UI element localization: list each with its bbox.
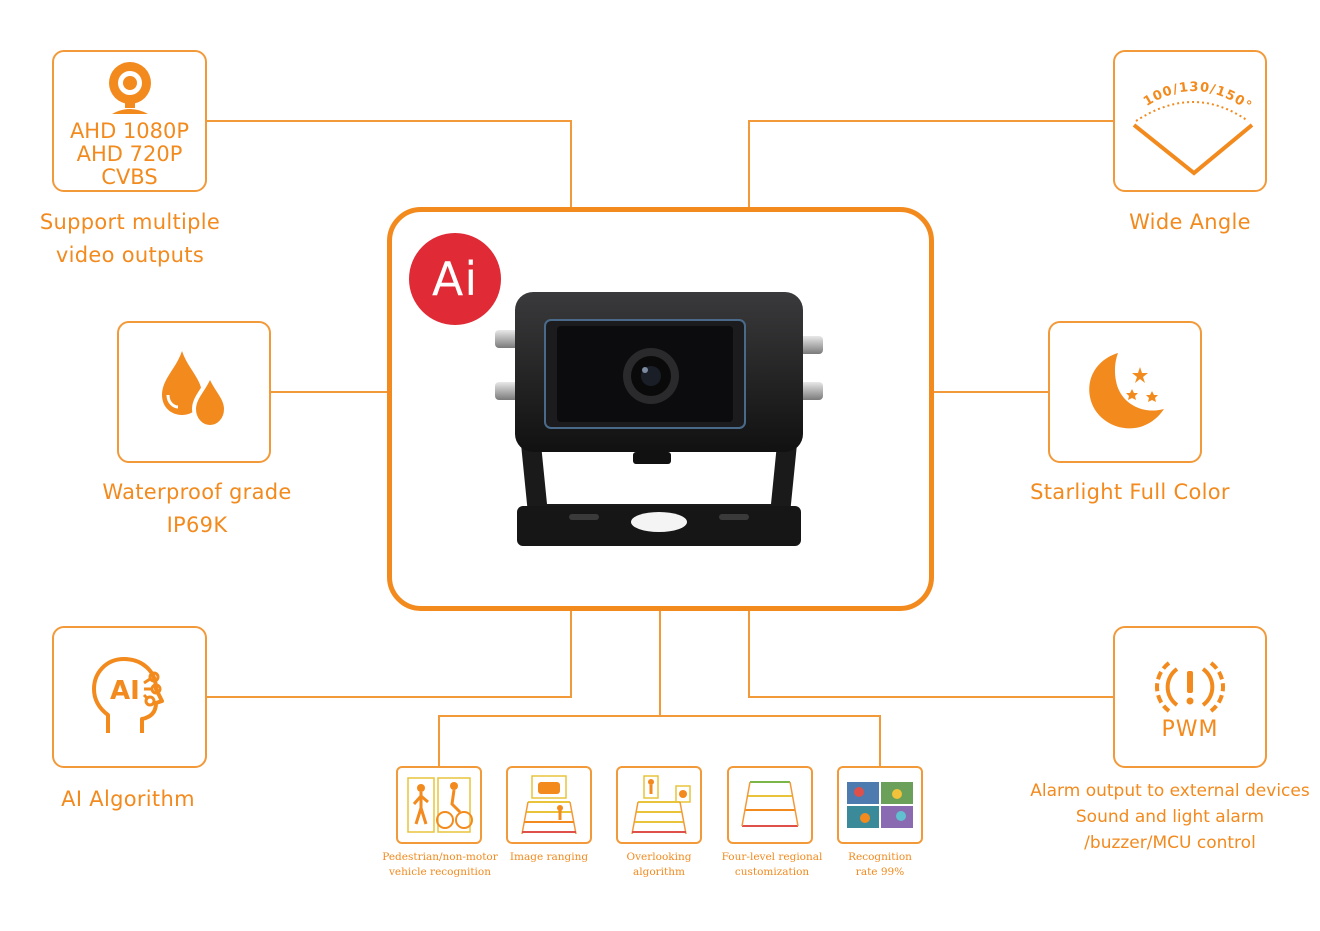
angle-label: 100/130/150° (1141, 80, 1254, 114)
pwm-card: PWM (1113, 626, 1267, 768)
format-cvbs: CVBS (101, 164, 158, 189)
pwm-caption: Alarm output to external devices Sound a… (1030, 781, 1310, 853)
ai-algorithm-caption: AI Algorithm (61, 787, 195, 811)
recognition-thumbnails-icon (847, 782, 913, 828)
ai-text: AI (110, 676, 140, 706)
video-outputs-caption: Support multiple video outputs (39, 210, 221, 267)
pedestrian-caption: Pedestrian/non-motor vehicle recognition (382, 851, 498, 878)
format-1080p: AHD 1080P (69, 118, 190, 143)
ai-head-icon: AI (91, 657, 164, 733)
camera-image (495, 292, 823, 546)
overlooking-caption: Overlooking algorithm (626, 851, 692, 878)
wide-angle-caption: Wide Angle (1129, 210, 1251, 234)
feature-overlooking-algorithm (616, 766, 702, 844)
feature-four-level-regions (727, 766, 813, 844)
pedestrian-cyclist-icon (407, 777, 473, 833)
image-ranging-caption: Image ranging (509, 851, 589, 863)
starlight-card (1048, 321, 1202, 463)
ai-algorithm-card: AI (52, 626, 207, 768)
format-720p: AHD 720P (76, 141, 183, 166)
four-level-caption: Four-level regional customization (721, 851, 823, 878)
recognition-rate-caption: Recognition rate 99% (848, 851, 912, 878)
wide-angle-card: 100/130/150° (1113, 50, 1267, 192)
svg-text:100/130/150°: 100/130/150° (1141, 80, 1255, 114)
pwm-label: PWM (1161, 716, 1219, 742)
ranging-icon (521, 775, 577, 835)
video-outputs-card: AHD 1080P AHD 720P CVBS (52, 50, 207, 192)
waterproof-caption: Waterproof grade IP69K (102, 480, 292, 537)
ai-badge: Ai (409, 233, 501, 325)
field-of-view-icon: 100/130/150° (1132, 80, 1255, 176)
moon-stars-icon (1089, 353, 1164, 429)
water-drops-icon (162, 351, 229, 430)
feature-recognition-rate (837, 766, 923, 844)
alarm-signal-icon (1155, 660, 1225, 713)
camera-product-frame: Ai (387, 207, 934, 611)
webcam-icon (108, 61, 151, 114)
waterproof-card (117, 321, 271, 463)
overlooking-icon (631, 775, 691, 835)
starlight-caption: Starlight Full Color (1030, 480, 1230, 504)
feature-pedestrian-recognition (396, 766, 482, 844)
feature-image-ranging (506, 766, 592, 844)
regions-icon (741, 781, 799, 827)
